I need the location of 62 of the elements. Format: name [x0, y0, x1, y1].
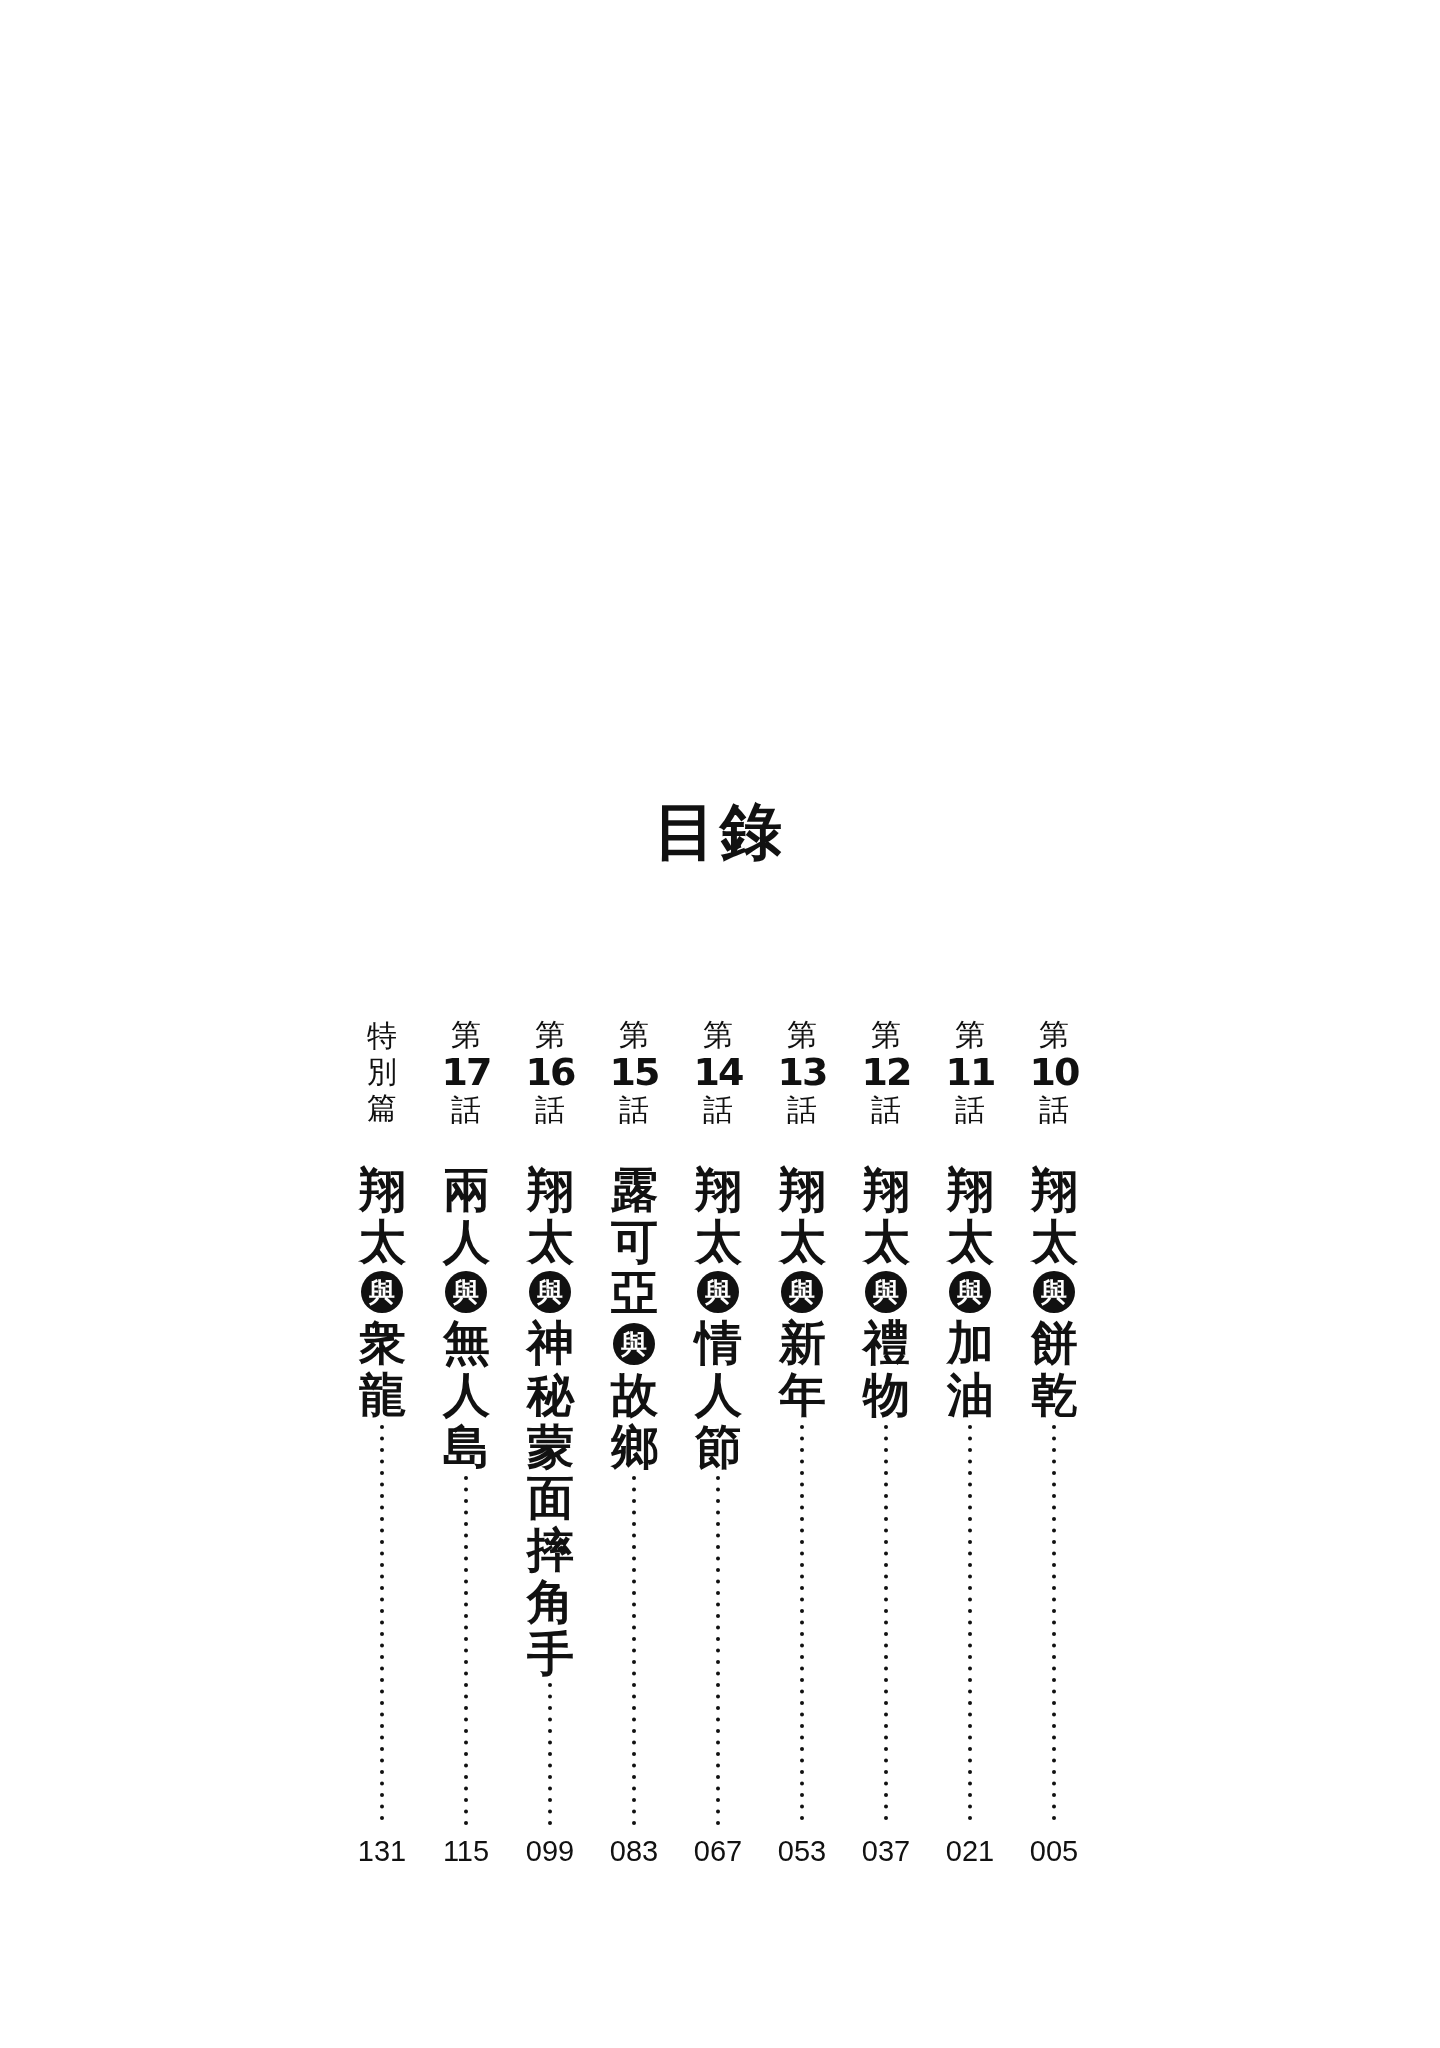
chapter-suffix: 話 — [955, 1093, 985, 1126]
chapter-prefix: 第 — [703, 1018, 733, 1051]
chapter-title: 翔太 — [358, 1164, 406, 1268]
circled-conjunction: 與 — [949, 1271, 991, 1314]
chapter-title: 故鄉 — [610, 1369, 658, 1473]
circled-conjunction: 與 — [529, 1271, 571, 1314]
circled-conjunction: 與 — [1033, 1271, 1075, 1314]
chapter-prefix: 第 — [1039, 1018, 1069, 1051]
chapter-number: 11 — [945, 1053, 995, 1091]
circled-conjunction: 與 — [445, 1271, 487, 1314]
chapter-title: 禮物 — [862, 1317, 910, 1421]
chapter-suffix: 話 — [451, 1093, 481, 1126]
page-number: 037 — [861, 1835, 911, 1868]
chapter-title: 新年 — [778, 1317, 826, 1421]
circled-conjunction: 與 — [697, 1271, 739, 1314]
circled-conjunction: 與 — [361, 1271, 403, 1314]
chapter-suffix: 話 — [535, 1093, 565, 1126]
page-number: 053 — [777, 1835, 827, 1868]
chapter-prefix: 第 — [955, 1018, 985, 1051]
chapter-number: 14 — [693, 1053, 743, 1091]
chapter-title: 無人島 — [442, 1317, 490, 1473]
circled-conjunction: 與 — [613, 1323, 655, 1366]
chapter-title: 翔太 — [778, 1164, 826, 1268]
chapter-prefix: 第 — [619, 1018, 649, 1051]
chapter-number: 17 — [441, 1053, 491, 1091]
chapter-title: 神秘蒙面摔角手 — [526, 1317, 574, 1680]
chapter-suffix: 話 — [787, 1093, 817, 1126]
chapter-suffix: 話 — [619, 1093, 649, 1126]
chapter-suffix: 話 — [1039, 1093, 1069, 1126]
circled-conjunction: 與 — [781, 1271, 823, 1314]
chapter-title: 情人節 — [694, 1317, 742, 1473]
chapter-suffix: 話 — [703, 1093, 733, 1126]
page-number: 115 — [442, 1835, 490, 1868]
chapter-title: 兩人 — [442, 1164, 490, 1268]
chapter-number: 16 — [525, 1053, 575, 1091]
chapter-prefix: 第 — [451, 1018, 481, 1051]
page-number: 005 — [1029, 1835, 1079, 1868]
page-title: 目錄 — [654, 795, 786, 868]
chapter-title: 餅乾 — [1030, 1317, 1078, 1421]
page-number: 099 — [525, 1835, 575, 1868]
page-number: 021 — [945, 1835, 995, 1868]
chapter-title: 露可亞 — [610, 1164, 658, 1320]
chapter-number: 10 — [1029, 1053, 1079, 1091]
chapter-title: 翔太 — [694, 1164, 742, 1268]
chapter-suffix: 話 — [871, 1093, 901, 1126]
chapter-title: 翔太 — [1030, 1164, 1078, 1268]
chapter-prefix: 第 — [871, 1018, 901, 1051]
chapter-title: 加油 — [946, 1317, 994, 1421]
chapter-prefix: 第 — [535, 1018, 565, 1051]
chapter-title: 翔太 — [946, 1164, 994, 1268]
chapter-prefix: 第 — [787, 1018, 817, 1051]
chapter-number: 15 — [609, 1053, 659, 1091]
chapter-number: 12 — [861, 1053, 911, 1091]
circled-conjunction: 與 — [865, 1271, 907, 1314]
chapter-title: 翔太 — [526, 1164, 574, 1268]
chapter-title: 衆龍 — [358, 1317, 406, 1421]
page-number: 131 — [357, 1835, 407, 1868]
page-number: 083 — [609, 1835, 659, 1868]
special-chapter-label: 特別篇 — [367, 1018, 397, 1126]
chapter-number: 13 — [777, 1053, 827, 1091]
page-number: 067 — [693, 1835, 743, 1868]
chapter-title: 翔太 — [862, 1164, 910, 1268]
